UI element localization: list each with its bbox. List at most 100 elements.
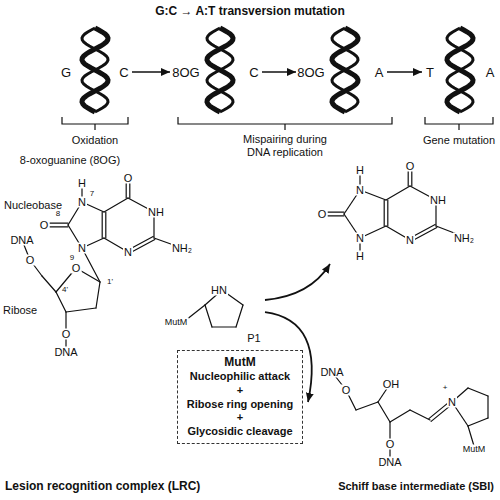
dna-duplex: 8OG A (296, 30, 387, 114)
base-letter: A (486, 66, 495, 79)
bond-line (96, 282, 100, 308)
bond-line (487, 396, 488, 418)
atom-label: N (447, 397, 457, 408)
atom-label: O (61, 329, 72, 340)
helix-strand (207, 28, 233, 112)
atom-label: NH₂ (453, 233, 475, 244)
bond-line (102, 212, 103, 238)
dna-duplex: 8OG C (170, 30, 262, 114)
bond-line (212, 326, 236, 327)
atom-label: N (77, 243, 87, 254)
bond-line (236, 305, 243, 327)
reaction-step: Ribose ring opening (187, 398, 293, 412)
reaction-step: Nucleophilic attack (190, 370, 290, 384)
bond-line (186, 305, 205, 320)
atom-label: DNA (377, 457, 402, 468)
helix-strand (332, 28, 358, 112)
atom-label: 7 (90, 190, 94, 198)
dna-duplex: TA (422, 30, 497, 114)
atom-label: + (443, 384, 448, 392)
base-letter: C (119, 66, 128, 79)
base-letter: 8OG (172, 66, 199, 79)
atom-label: 4' (62, 286, 68, 294)
atom-label: N (355, 185, 365, 196)
reaction-arrow (132, 71, 170, 73)
bond-line (205, 305, 212, 327)
chemical-structure: HNONHONHNNH₂ (312, 158, 485, 264)
dna-duplex: GC (58, 30, 132, 114)
bracket (178, 117, 392, 130)
atom-label: P1 (246, 333, 261, 344)
atom-label: OH (382, 379, 401, 390)
atom-label: O (71, 263, 82, 274)
atom-label: O (123, 173, 134, 184)
atom-label: O (39, 220, 50, 231)
reaction-step: MutM (224, 355, 255, 370)
atom-label: HN (210, 285, 228, 296)
atom-label: NH₂ (171, 243, 193, 254)
bond-line (384, 200, 385, 226)
annotation-label: Ribose (3, 305, 37, 316)
reaction-arrow (387, 71, 422, 73)
atom-label: DNA (9, 235, 34, 246)
atom-label: H (355, 251, 365, 262)
bond-line (104, 198, 128, 212)
annotation-label: Gene mutation (423, 135, 495, 146)
atom-label: MutM (164, 318, 189, 327)
annotation-label: 8-oxoguanine (8OG) (20, 155, 120, 166)
chemical-structure: DNAOOHODNAN+MutMSchiff base intermediate… (308, 362, 497, 498)
reaction-step: + (237, 411, 243, 425)
bracket (425, 117, 493, 130)
brackets (62, 117, 493, 130)
atom-label: MutM (462, 445, 487, 454)
atom-label: N (77, 197, 87, 208)
atom-label: NH (147, 207, 165, 218)
reaction-arrow (262, 71, 296, 73)
bond-line (42, 276, 56, 292)
bond-line (468, 426, 474, 446)
atom-label: N (123, 247, 133, 258)
bond-line (105, 212, 106, 238)
bond-line (56, 292, 66, 312)
atom-label: NH (429, 195, 447, 206)
helix-strand (207, 28, 233, 112)
atom-label: O (25, 255, 36, 266)
reaction-arrow (265, 264, 330, 300)
annotation-label: Oxidation (72, 135, 118, 146)
atom-label: H (77, 178, 87, 189)
atom-label: N (355, 233, 365, 244)
bond-line (468, 388, 488, 396)
atom-label: N (405, 235, 415, 246)
atom-label: O (317, 209, 328, 220)
atom-label: DNA (319, 367, 344, 378)
atom-label: 8 (56, 210, 60, 218)
reaction-step: + (237, 384, 243, 398)
atom-label: H (355, 165, 365, 176)
atom-label: O (385, 439, 396, 450)
atom-label: Lesion recognition complex (LRC) (5, 480, 200, 492)
atom-label: O (405, 161, 416, 172)
bond-line (468, 418, 488, 426)
base-letter: C (249, 66, 258, 79)
atom-label: Schiff base intermediate (SBI) (338, 481, 494, 492)
figure-title: G:C → A:T transversion mutation (155, 5, 345, 17)
helix-strand (82, 28, 108, 112)
bracket (62, 117, 128, 130)
bond-line (378, 402, 390, 422)
base-letter: T (426, 66, 434, 79)
chemical-bonds (22, 166, 488, 462)
atom-label: 1' (107, 278, 113, 286)
dna-helices (82, 28, 473, 112)
base-letter: G (61, 66, 71, 79)
chemical-structure: Lesion recognition complex (LRC) DNA O 4' O 1… (2, 150, 265, 498)
base-letter: 8OG (297, 66, 324, 79)
helix-strand (82, 28, 108, 112)
bond-line (66, 308, 96, 312)
base-letter: A (375, 66, 384, 79)
helix-strand (447, 28, 473, 112)
bond-line (356, 402, 378, 410)
helix-strand (447, 28, 473, 112)
bond-line (390, 410, 410, 422)
bond-line (410, 410, 430, 420)
